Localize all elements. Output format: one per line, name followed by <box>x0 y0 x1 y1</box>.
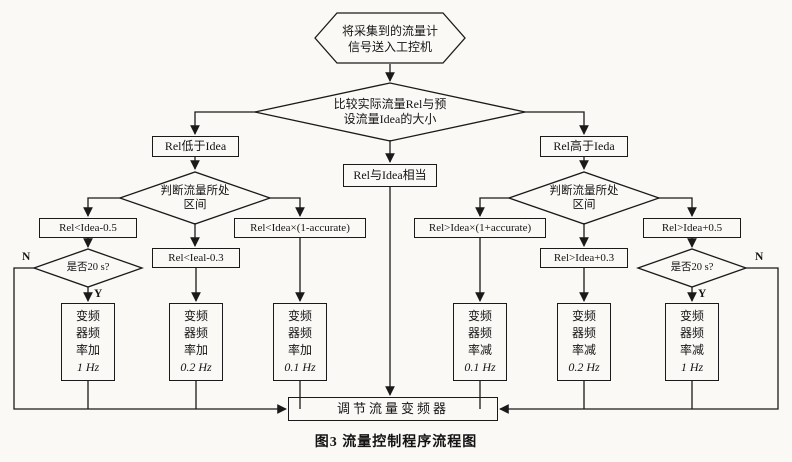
final-adjust-inverter-box: 调节流量变频器 <box>288 397 498 421</box>
branch-rel-equal-idea: Rel与Idea相当 <box>343 164 437 187</box>
judge-right-label: 判断流量所处 区间 <box>549 185 619 211</box>
cond-rel-gt-idea-plus-0_3: Rel>Idea+0.3 <box>540 248 628 268</box>
freq-box-sub-0_1hz: 变频 器频 率减 0.1 Hz <box>453 303 507 381</box>
timer-left-diamond-shape <box>32 248 144 288</box>
freq-box-add-0_2hz: 变频 器频 率加 0.2 Hz <box>169 303 223 381</box>
timer-right-label: 是否20 s? <box>670 262 714 273</box>
connector-lines <box>13 64 779 414</box>
start-terminator-label: 将采集到的流量计 信号送入工控机 <box>341 24 438 54</box>
branch-rel-below-idea: Rel低于Idea <box>152 136 239 157</box>
label-y-left: Y <box>94 288 103 300</box>
timer-left-label: 是否20 s? <box>66 262 110 273</box>
freq-box-sub-0_2hz: 变频 器频 率减 0.2 Hz <box>557 303 611 381</box>
cond-rel-lt-idea-minus-0_3: Rel<Ieal-0.3 <box>152 248 240 268</box>
cond-rel-lt-idea-minus-0_5: Rel<Idea-0.5 <box>39 218 137 238</box>
branch-rel-above-idea: Rel高于Ieda <box>540 136 628 157</box>
cond-rel-lt-idea-times-1-minus-accurate: Rel<Idea×(1-accurate) <box>234 218 366 238</box>
label-y-right: Y <box>698 288 707 300</box>
cond-rel-gt-idea-times-1-plus-accurate: Rel>Idea×(1+accurate) <box>414 218 546 238</box>
label-n-left: N <box>22 251 31 263</box>
freq-box-sub-1hz: 变频 器频 率减 1 Hz <box>665 303 719 381</box>
freq-box-add-0_1hz: 变频 器频 率加 0.1 Hz <box>273 303 327 381</box>
judge-left-label: 判断流量所处 区间 <box>160 185 230 211</box>
start-terminator-shape <box>314 12 466 64</box>
cond-rel-gt-idea-plus-0_5: Rel>Idea+0.5 <box>643 218 741 238</box>
compare-diamond-label: 比较实际流量Rel与预 设流量Idea的大小 <box>333 97 447 126</box>
freq-box-add-1hz: 变频 器频 率加 1 Hz <box>61 303 115 381</box>
label-n-right: N <box>755 251 764 263</box>
figure-caption: 图3 流量控制程序流程图 <box>314 435 478 450</box>
